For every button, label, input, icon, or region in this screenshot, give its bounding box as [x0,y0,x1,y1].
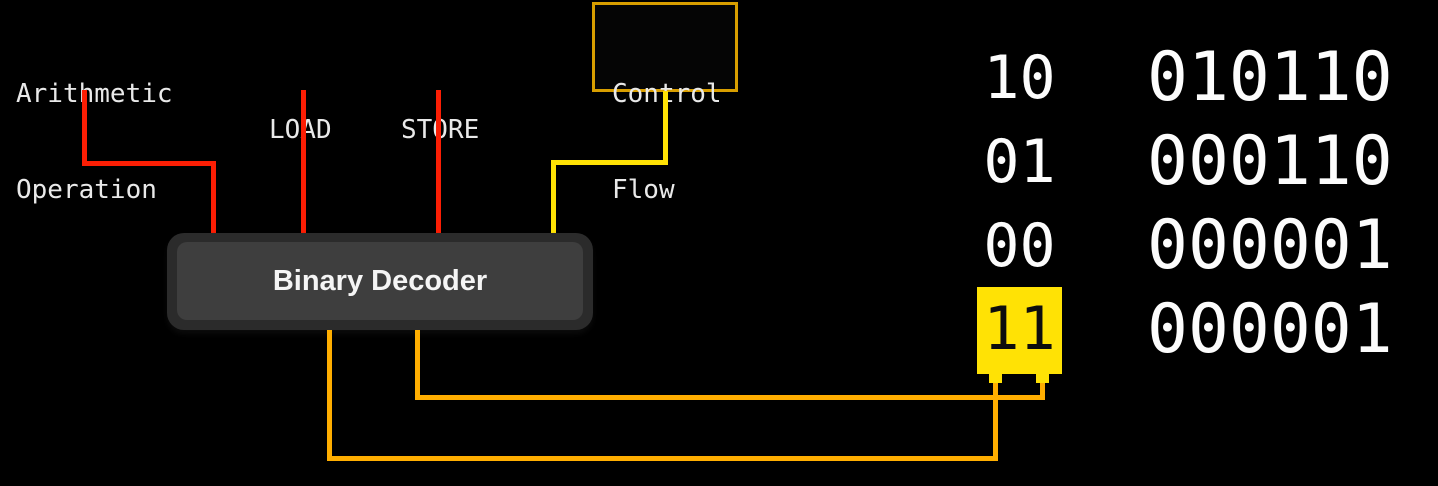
operand-cell: 000001 [1147,206,1393,285]
highlight-terminal-stub-left [989,374,1002,383]
highlight-terminal-stub-right [1036,374,1049,383]
load-label: LOAD [269,50,332,210]
wire-output-a-segment-down [415,330,420,400]
wire-output-a-segment-up [1040,377,1045,400]
table-row: 01 000110 [0,120,1438,204]
wire-output-b-segment-up [993,377,998,461]
binary-decoder-label: Binary Decoder [272,265,488,297]
wire-output-b-segment-across [327,456,998,461]
wire-output-b-segment-down [327,330,332,461]
control-flow-line2: Flow [612,175,675,205]
operand-cell: 000001 [1147,290,1393,369]
wire-arithmetic-segment-down [82,90,87,166]
arithmetic-operation-label: Arithmetic Operation [16,14,173,270]
wire-arithmetic-segment-into-decoder [211,161,216,233]
wire-output-a-segment-across [415,395,1045,400]
table-row: 00 000001 [0,204,1438,288]
opcode-cell-highlighted: 11 [977,287,1062,374]
arithmetic-operation-line2: Operation [16,175,157,205]
wire-load [301,90,306,233]
operand-cell: 010110 [1147,38,1393,117]
wire-control-flow-segment-down [663,91,668,165]
binary-decoder-box: Binary Decoder [167,233,593,330]
control-flow-box: Control Flow [592,2,738,205]
wire-store [436,90,441,233]
table-row: 11 000001 [0,287,1438,374]
opcode-cell: 10 [983,43,1056,113]
wire-arithmetic-segment-across [82,161,216,166]
arithmetic-operation-line1: Arithmetic [16,79,173,109]
binary-decoder-inner-panel [177,242,583,320]
table-row: 10 010110 [0,36,1438,120]
wire-control-flow-segment-across [551,160,668,165]
wire-control-flow-segment-into-decoder [551,160,556,233]
opcode-cell: 01 [983,127,1056,197]
opcode-cell: 00 [983,211,1056,281]
operand-cell: 000110 [1147,122,1393,201]
